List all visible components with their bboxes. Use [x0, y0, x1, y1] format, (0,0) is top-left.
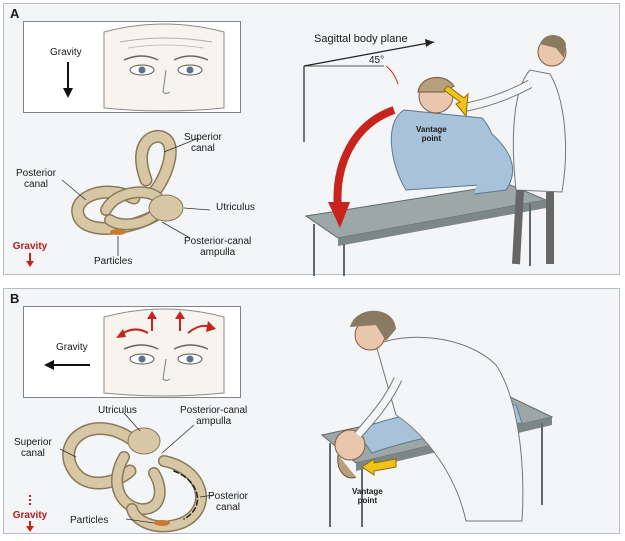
label-posterior-canal-b: Posterior canal — [208, 491, 249, 513]
label-sagittal-plane: Sagittal body plane — [314, 33, 408, 45]
face-illustration-b — [44, 308, 225, 397]
gravity-badge-b: Gravity — [10, 495, 50, 536]
panel-a: A Gravity — [3, 3, 620, 276]
gravity-badge-a-arrow-icon — [26, 253, 34, 267]
gravity-face-box-a: Gravity — [23, 21, 241, 113]
gravity-badge-b-text: Gravity — [12, 510, 48, 521]
scene-b-illustration — [320, 310, 554, 527]
gravity-badge-a-text: Gravity — [12, 241, 48, 252]
label-particles-a: Particles — [94, 256, 133, 267]
labyrinth-diagram-b — [59, 412, 215, 533]
labyrinth-diagram-a — [61, 130, 211, 256]
label-superior-canal-a: Superior canal — [184, 132, 222, 154]
label-posterior-canal-a: Posterior canal — [16, 168, 57, 190]
gravity-label-b: Gravity — [56, 342, 88, 353]
gravity-label-a: Gravity — [50, 47, 82, 58]
label-vantage-a: Vantage point — [416, 125, 447, 143]
label-ampulla-b: Posterior-canal ampulla — [180, 405, 248, 427]
gravity-badge-a: Gravity — [10, 241, 50, 271]
panel-b: B Gravity — [3, 288, 620, 534]
gravity-badge-b-arrow-icon — [26, 521, 34, 532]
label-utriculus-b: Utriculus — [98, 405, 137, 416]
label-utriculus-a: Utriculus — [216, 202, 255, 213]
panel-b-letter: B — [10, 291, 20, 306]
label-vantage-b: Vantage point — [352, 487, 383, 505]
face-illustration-a — [63, 23, 225, 112]
gravity-face-box-b: Gravity — [23, 306, 241, 398]
panel-a-letter: A — [10, 6, 20, 21]
label-ampulla-a: Posterior-canal ampulla — [184, 236, 252, 258]
scene-a-illustration — [303, 35, 567, 276]
label-particles-b: Particles — [70, 515, 109, 526]
gravity-badge-b-arrow-top-icon — [29, 495, 31, 505]
label-angle-45: 45° — [369, 55, 385, 66]
label-superior-canal-b: Superior canal — [14, 437, 52, 459]
